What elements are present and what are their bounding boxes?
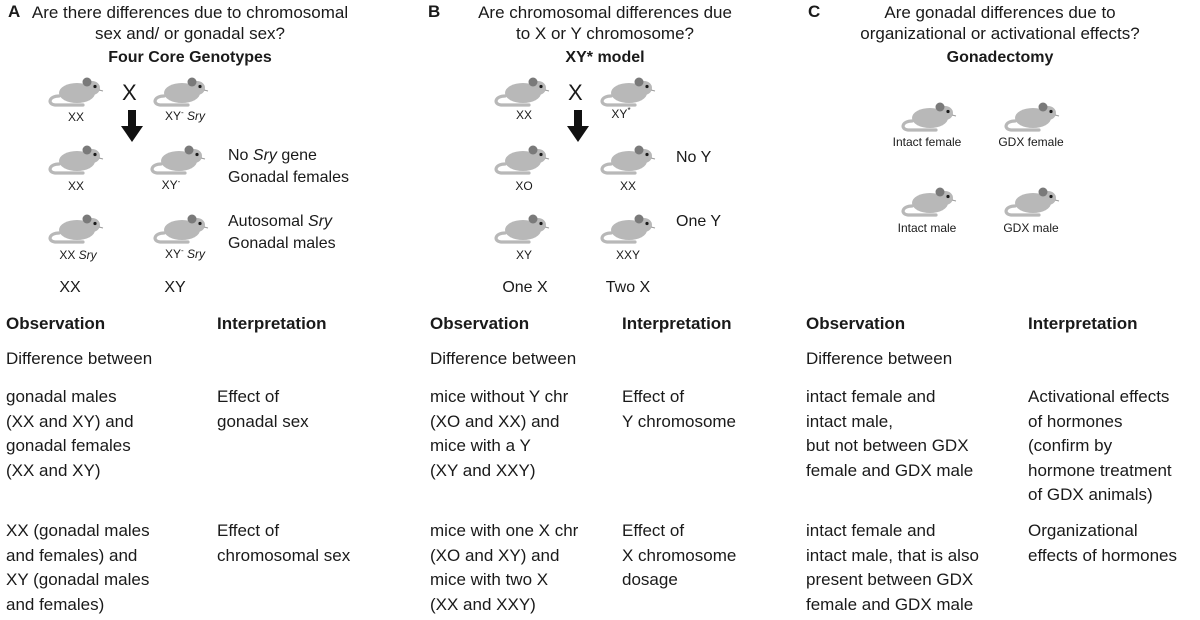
mouse-icon [491,142,553,178]
mouse-icon [45,142,107,178]
genotype-note: No Sry gene Gonadal females [228,147,349,186]
mouse-icon [1001,99,1063,135]
observation-header: Observation [430,314,530,333]
mouse-label: XXY [615,248,640,262]
mouse-icon [1001,184,1063,220]
genotype-note: Autosomal Sry Gonadal males [228,213,336,252]
mouse-label: GDX female [998,135,1064,149]
mouse-label: XY [515,248,532,262]
mouse-label: Intact male [897,221,957,235]
panel-c: C Are gonadal differences due to organiz… [800,0,1200,620]
observation-header: Observation [806,314,906,333]
mouse-label: XX [67,179,84,193]
mouse-icon [597,211,659,247]
cross-symbol: X [568,80,583,105]
group-label: One X [502,279,548,296]
mouse-icon [45,74,107,110]
interpretation-header: Interpretation [1028,314,1138,333]
interpretation-header: Interpretation [622,314,732,333]
genotype-note: No Y [676,149,712,166]
panel-label: C [808,2,821,21]
group-label: XX [59,279,81,296]
mouse-icon [597,142,659,178]
observation-header: Observation [6,314,106,333]
panel-b: B Are chromosomal differences due to X o… [425,0,825,620]
panel-question: Are there differences due to chromosomal… [31,3,349,43]
mouse-icon [150,74,212,110]
difference-label: Difference between [806,349,953,368]
mouse-label: XY* [611,106,631,121]
group-label: XY [164,279,186,296]
genotype-note: One Y [676,213,722,230]
panel-question: Are chromosomal differences due to X or … [478,3,732,43]
mouse-icon [597,74,659,110]
mouse-icon [45,211,107,247]
mouse-label: XO [515,179,533,193]
interpretation-header: Interpretation [217,314,327,333]
panel-a: A Are there differences due to chromosom… [0,0,400,620]
mouse-label: XX [515,108,532,122]
mouse-label: XX [619,179,636,193]
mouse-label: Intact female [892,135,962,149]
mouse-label: XY- Sry [164,246,206,261]
mouse-label: XY- Sry [164,108,206,123]
panel-label: A [8,2,21,21]
mouse-icon [150,211,212,247]
model-title: Four Core Genotypes [108,49,272,66]
mouse-icon [491,211,553,247]
mouse-icon [898,184,960,220]
model-title: XY* model [565,49,645,66]
mouse-label: XX Sry [59,248,97,262]
mouse-icon [147,142,209,178]
mouse-icon [898,99,960,135]
panel-question: Are gonadal differences due to organizat… [860,3,1140,43]
panel-label: B [428,2,441,21]
mouse-icon [491,74,553,110]
group-label: Two X [605,279,651,296]
mouse-label: XX [67,110,84,124]
mouse-label: XY- [161,177,181,192]
mouse-label: GDX male [1003,221,1059,235]
model-title: Gonadectomy [946,49,1054,66]
cross-symbol: X [122,80,137,105]
difference-label: Difference between [6,349,153,368]
difference-label: Difference between [430,349,577,368]
